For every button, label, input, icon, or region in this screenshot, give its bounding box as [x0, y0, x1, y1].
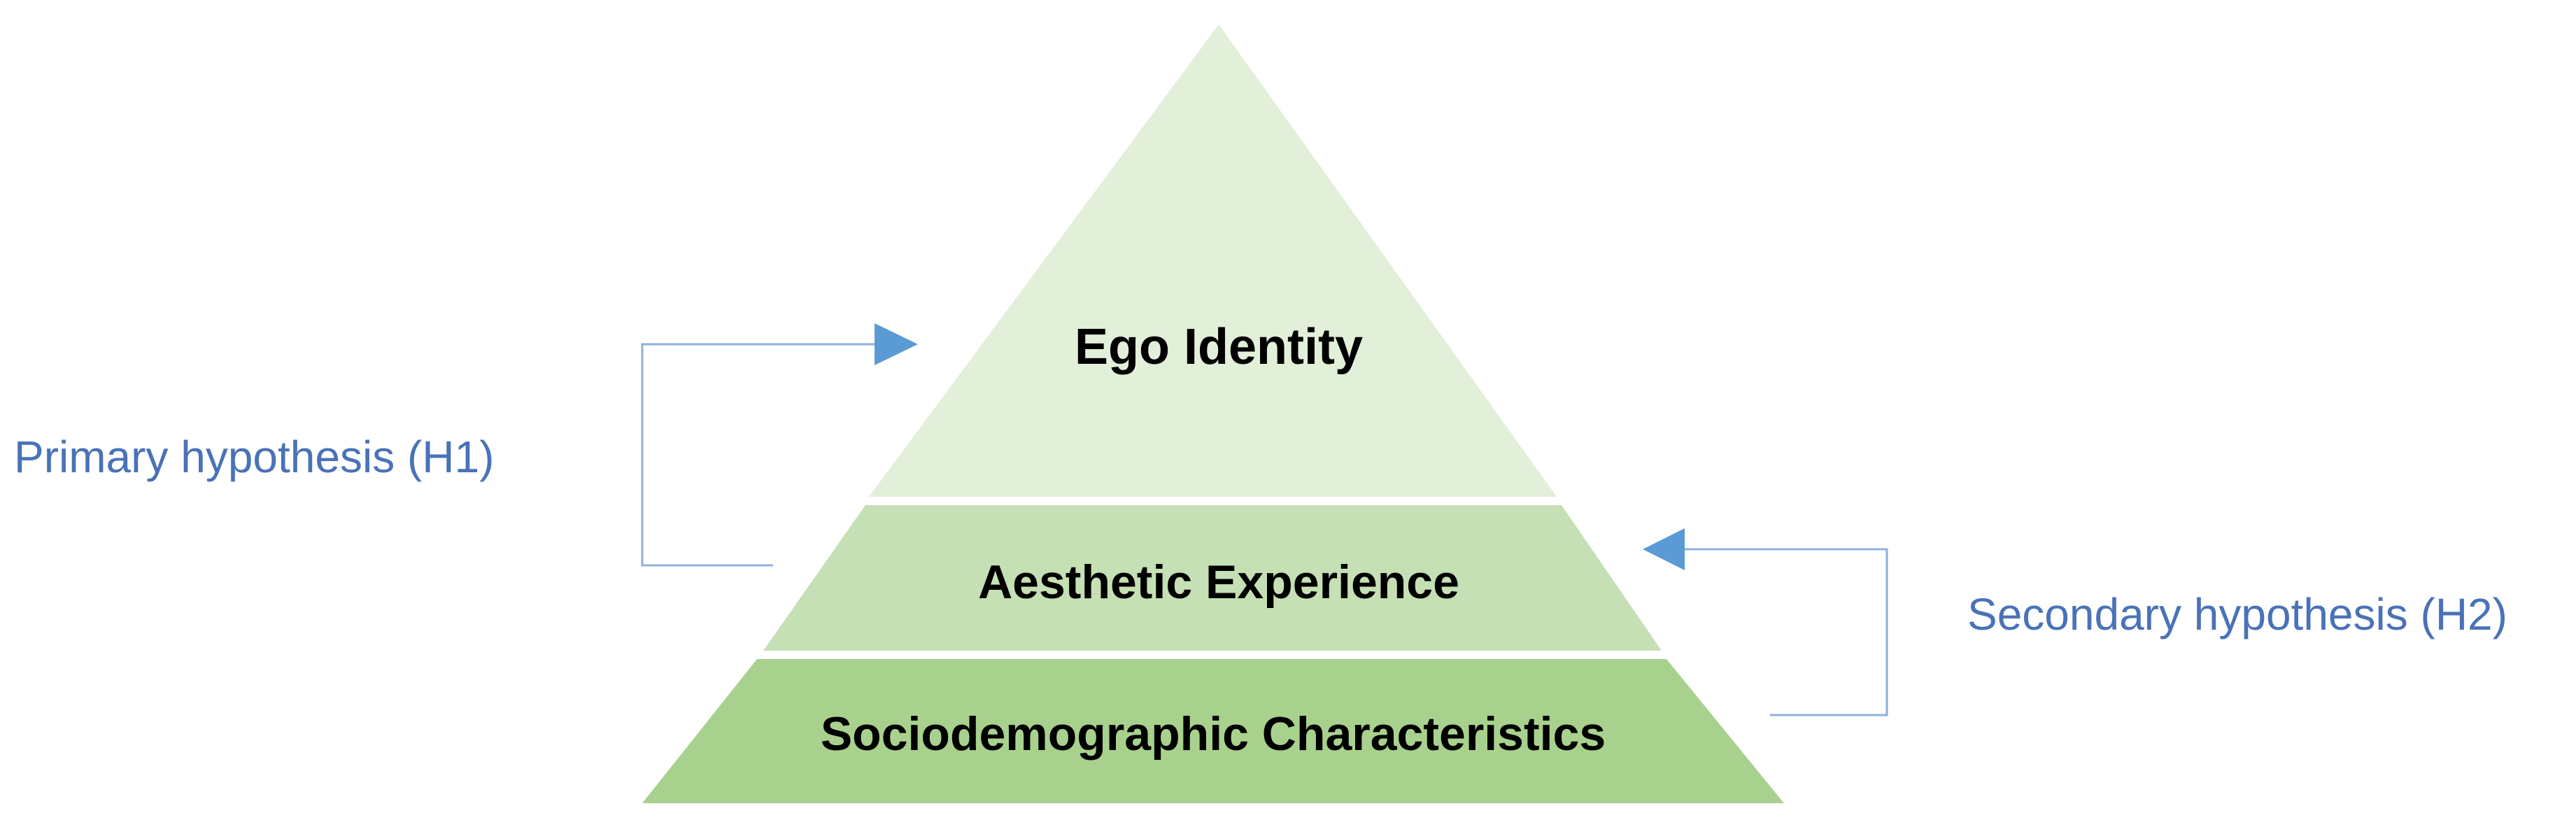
secondary-hypothesis-arrow-icon — [1643, 528, 1685, 570]
sociodemographic-characteristics-label: Sociodemographic Characteristics — [821, 707, 1606, 761]
pyramid-tier-aesthetic-experience — [763, 505, 1662, 651]
primary-hypothesis-connector — [641, 343, 875, 567]
secondary-hypothesis-label: Secondary hypothesis (H2) — [1967, 589, 2507, 639]
ego-identity-label: Ego Identity — [1075, 319, 1363, 375]
pyramid-tier-sociodemographic-characteristics — [642, 659, 1784, 803]
pyramid-tier-ego-identity — [869, 24, 1557, 497]
aesthetic-experience-label: Aesthetic Experience — [978, 556, 1459, 609]
secondary-hypothesis-connector — [1685, 548, 1888, 716]
primary-hypothesis-label: Primary hypothesis (H1) — [14, 432, 494, 482]
primary-hypothesis-arrow-icon — [875, 323, 918, 365]
